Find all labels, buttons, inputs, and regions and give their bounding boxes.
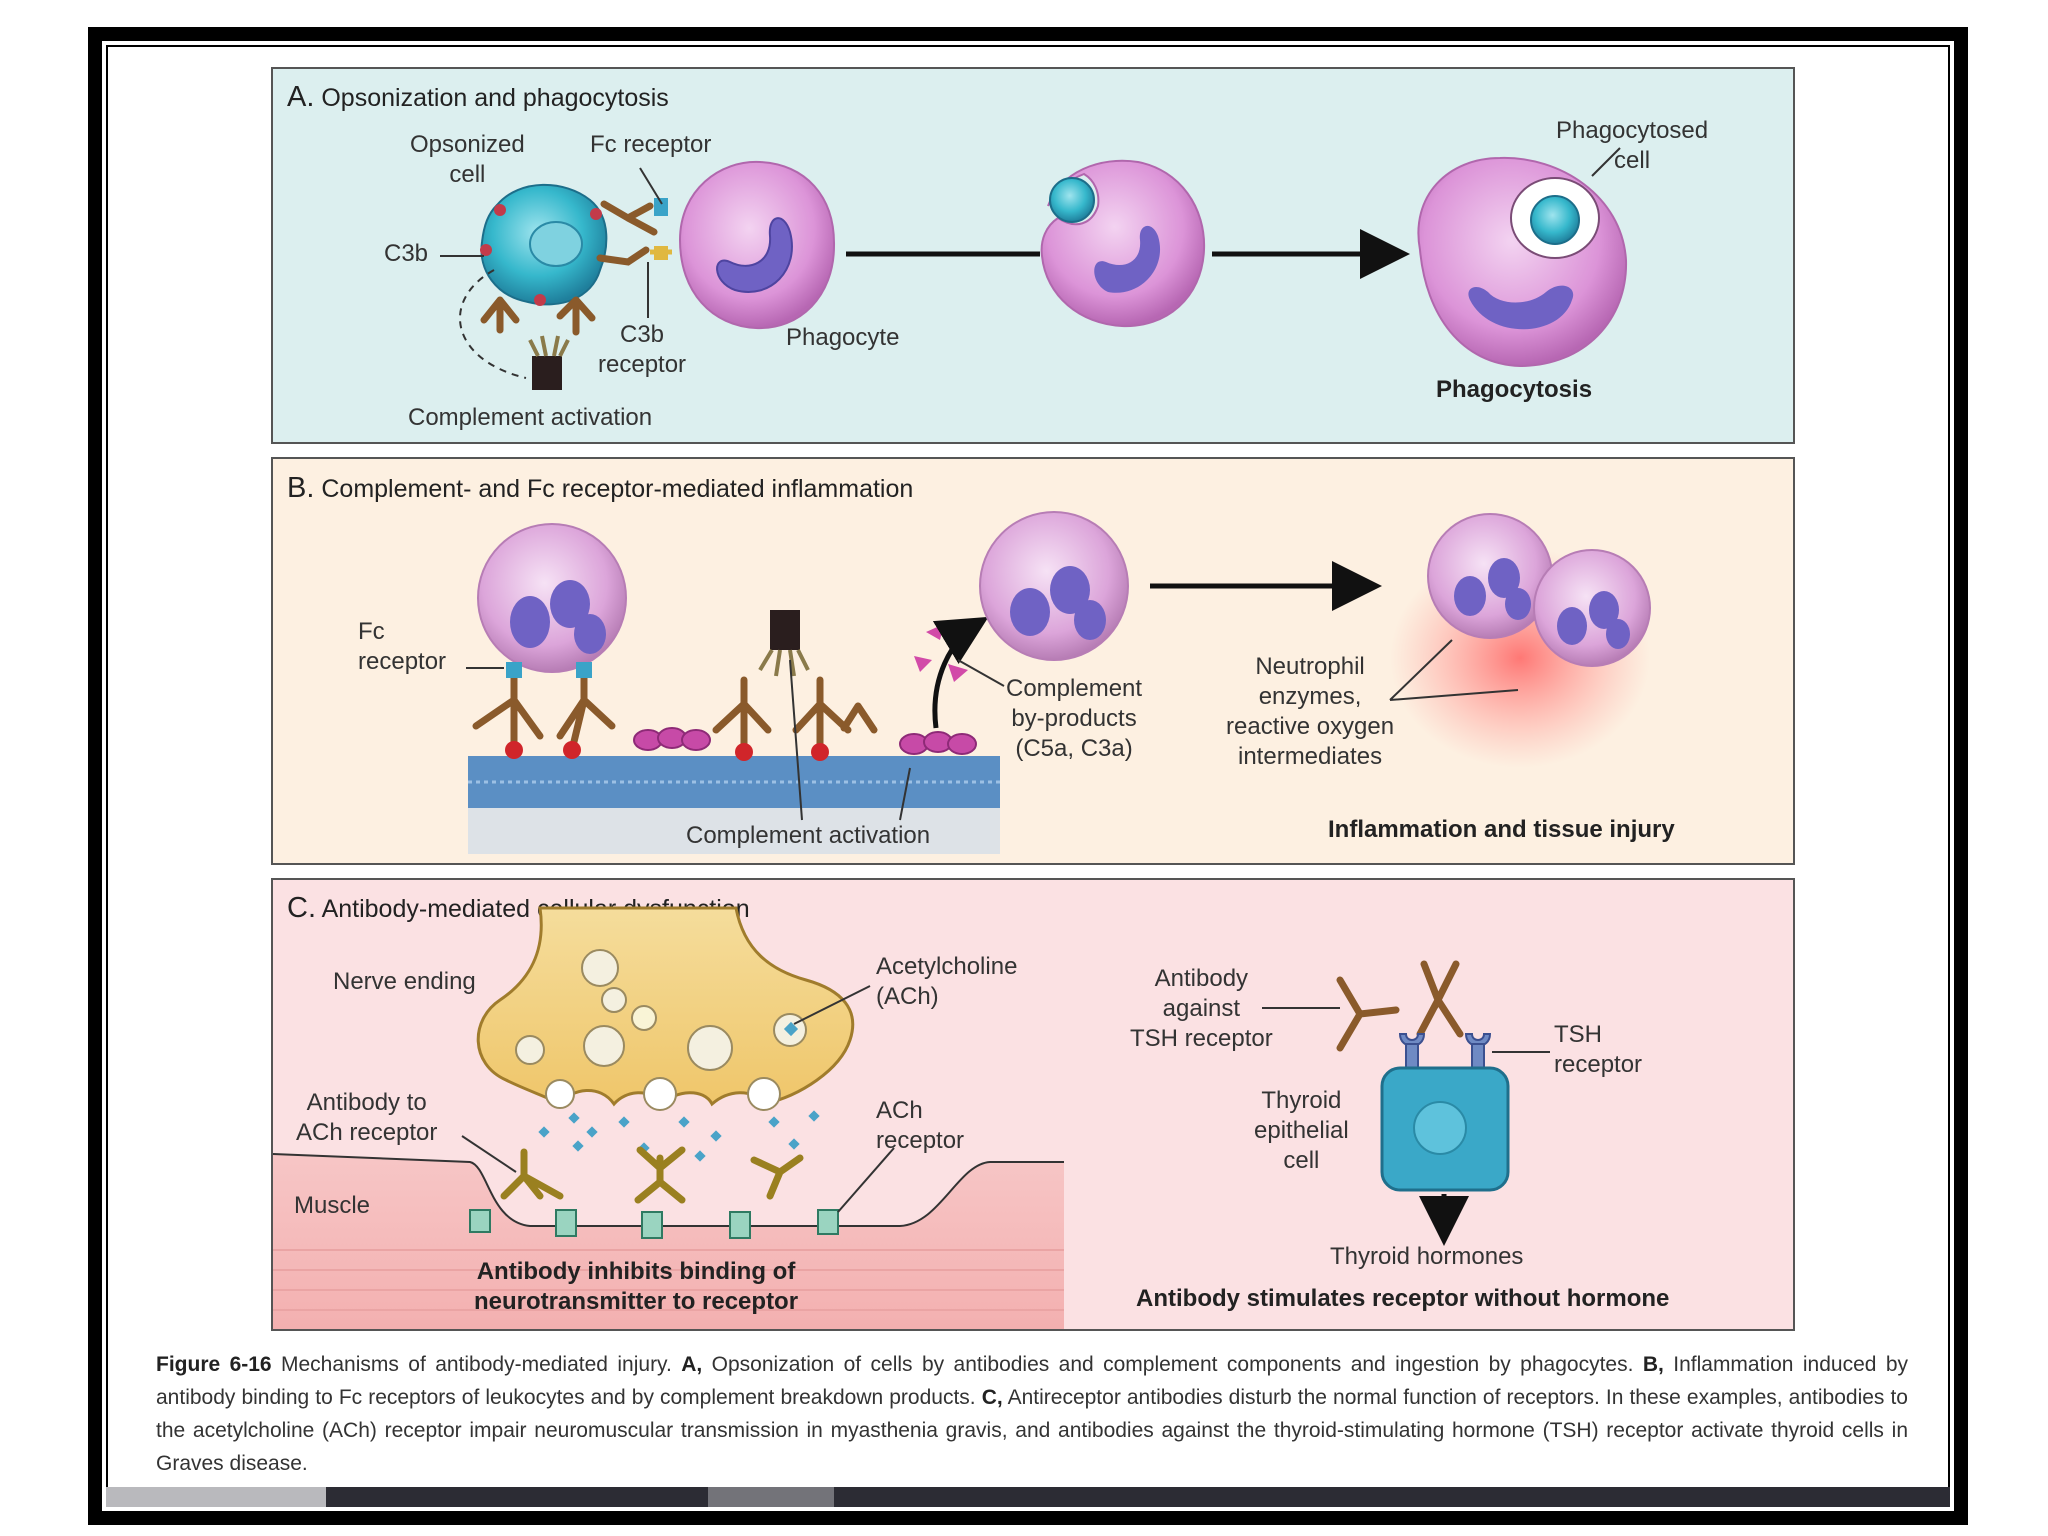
fc-receptor-icon — [654, 198, 668, 216]
antibodies-b — [472, 672, 878, 756]
neutrophils-inflamed — [1427, 513, 1651, 667]
label-opsonized-cell: Opsonized cell — [410, 131, 525, 188]
tsh-receptors — [1398, 1033, 1492, 1069]
label-muscle: Muscle — [294, 1192, 371, 1219]
label-ach-receptor: ACh receptor — [876, 1097, 965, 1154]
antigen-dots-b — [505, 741, 829, 761]
label-complement-activation-b: Complement activation — [686, 822, 931, 849]
bottom-progress-bar — [106, 1487, 1950, 1507]
caption-figure-label: Figure 6-16 — [156, 1353, 272, 1376]
phagocyte — [678, 160, 836, 330]
leader-ach-receptor — [837, 1147, 895, 1213]
antibody-fc-receptor — [480, 200, 658, 336]
label-tsh-receptor: TSH receptor — [1554, 1021, 1643, 1078]
label-antibody-stimulates: Antibody stimulates receptor without hor… — [1136, 1285, 1670, 1312]
label-thyroid-hormones: Thyroid hormones — [1330, 1243, 1524, 1270]
neutrophil-bound — [477, 523, 627, 673]
phagocyte-after — [1417, 156, 1628, 368]
label-nerve-ending: Nerve ending — [333, 968, 476, 995]
label-neutrophil-enzymes: Neutrophil enzymes, reactive oxygen inte… — [1226, 653, 1395, 770]
caption-b-label: B, — [1642, 1353, 1664, 1376]
complement-activation-dashed-arrow — [459, 269, 527, 379]
thyroid-epithelial-cell — [1380, 1066, 1510, 1192]
label-complement-activation-a: Complement activation — [408, 404, 653, 431]
leader-fc-receptor — [639, 167, 663, 205]
neutrophil-recruited — [979, 511, 1129, 661]
fc-receptor-b2 — [576, 662, 592, 678]
caption-text-1: Mechanisms of antibody-mediated injury. — [271, 1353, 682, 1376]
acetylcholine-molecules — [538, 1021, 820, 1162]
label-antibody-to-ach: Antibody to ACh receptor — [296, 1089, 438, 1146]
complement-fragments-b — [633, 727, 977, 755]
nerve-ending — [476, 906, 855, 1111]
caption-text-2: Opsonization of cells by antibodies and … — [702, 1353, 1643, 1376]
label-thyroid-epithelial-cell: Thyroid epithelial cell — [1254, 1087, 1349, 1174]
caption-a-label: A, — [681, 1353, 703, 1376]
ach-receptors — [469, 1209, 839, 1239]
ach-antibodies — [500, 1146, 804, 1204]
bottom-bar-segment-2 — [708, 1487, 834, 1507]
caption-text-4: Antireceptor antibodies disturb the norm… — [156, 1386, 1908, 1475]
label-phagocytosis: Phagocytosis — [1436, 376, 1593, 403]
bottom-bar-segment-1 — [106, 1487, 326, 1507]
leader-complement-activation-b — [789, 659, 911, 821]
label-inflammation-injury: Inflammation and tissue injury — [1328, 816, 1675, 843]
leader-neutrophil-enzymes — [1389, 639, 1519, 701]
label-complement-byproducts: Complement by-products (C5a, C3a) — [1006, 675, 1143, 762]
engulfing-phagocyte — [1040, 159, 1206, 328]
figure-caption: Figure 6-16 Mechanisms of antibody-media… — [156, 1348, 1908, 1480]
membrane — [468, 756, 1000, 854]
label-c3b-receptor: C3b receptor — [598, 321, 687, 378]
label-antibody-inhibits: Antibody inhibits binding of neurotransm… — [474, 1258, 799, 1315]
label-phagocyte: Phagocyte — [786, 324, 900, 351]
caption-c-label: C, — [981, 1386, 1003, 1409]
label-c3b: C3b — [384, 240, 429, 267]
label-phagocytosed-cell: Phagocytosed cell — [1556, 117, 1709, 174]
leader-antibody-ach — [461, 1135, 517, 1173]
muscle — [272, 1153, 1064, 1329]
complement-complex-a — [528, 335, 570, 390]
caption-text-3: Inflammation induced by antibody binding… — [156, 1353, 1909, 1409]
leader-complement-byproducts — [957, 659, 1005, 687]
fc-receptor-b1 — [506, 662, 522, 678]
arrow-b-up — [932, 616, 989, 729]
tsh-antibodies — [1336, 960, 1464, 1052]
leader-acetylcholine — [793, 985, 871, 1025]
label-antibody-tsh: Antibody against TSH receptor — [1130, 965, 1273, 1052]
complement-complex-b — [758, 610, 810, 677]
panel-a-title: A. Opsonization and phagocytosis — [287, 81, 669, 113]
panel-b-title: B. Complement- and Fc receptor-mediated … — [287, 472, 914, 504]
label-acetylcholine: Acetylcholine (ACh) — [876, 953, 1018, 1010]
leader-phagocytosed — [1591, 147, 1621, 177]
label-fc-receptor-a: Fc receptor — [590, 131, 712, 158]
label-fc-receptor-b: Fc receptor — [358, 618, 447, 675]
opsonized-cell — [480, 183, 608, 306]
